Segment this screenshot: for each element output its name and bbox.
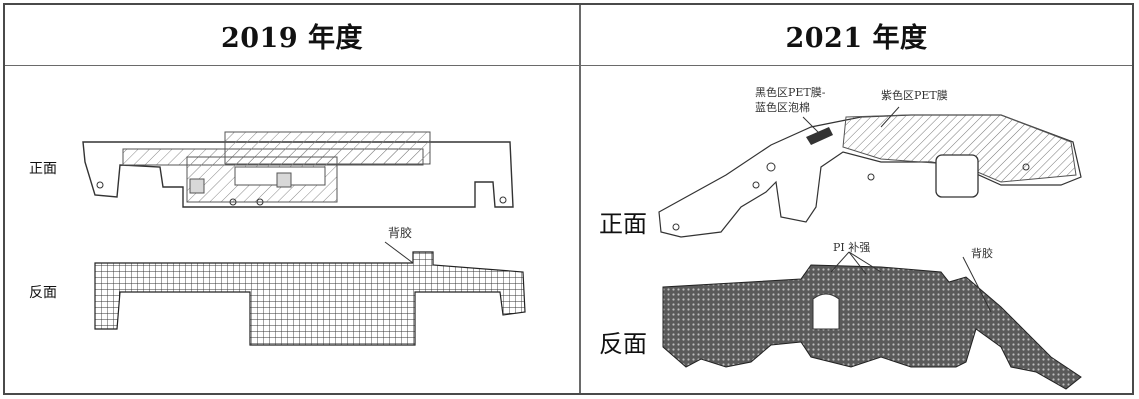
callout-backing-tape-2021: 背胶 (971, 247, 993, 260)
callout-black-pet-line1: 黑色区PET膜- (755, 86, 826, 99)
column-divider (579, 5, 581, 393)
panel-2019: 正面 反面 背胶 (5, 67, 579, 393)
label-front-2019: 正面 (29, 161, 57, 177)
comparison-table: 2019 年度 2021 年度 (3, 3, 1134, 395)
table-header-row (5, 5, 1132, 66)
header-2021: 2021 年度 (785, 22, 928, 54)
callout-black-pet-line2: 蓝色区泡棉 (755, 101, 810, 114)
label-back-2019: 反面 (29, 285, 57, 301)
panel-2021: 黑色区PET膜- 蓝色区泡棉 紫色区PET膜 PI 补强 背胶 正面 反面 (581, 67, 1132, 393)
drawing-2019 (82, 131, 526, 346)
label-back-2021: 反面 (599, 330, 647, 358)
callout-purple-pet: 紫色区PET膜 (881, 89, 948, 102)
header-2019: 2019 年度 (220, 22, 364, 54)
part-2019-front (82, 131, 514, 208)
callout-backing-tape-2019: 背胶 (388, 226, 413, 240)
callout-pi-stiffener: PI 补强 (833, 241, 871, 254)
label-front-2021: 正面 (599, 210, 647, 238)
part-2021-front (658, 114, 1082, 238)
part-2019-back (94, 241, 526, 346)
callout-leaders (802, 106, 992, 313)
drawing-2021 (658, 106, 1082, 390)
part-2021-back (662, 264, 1082, 390)
